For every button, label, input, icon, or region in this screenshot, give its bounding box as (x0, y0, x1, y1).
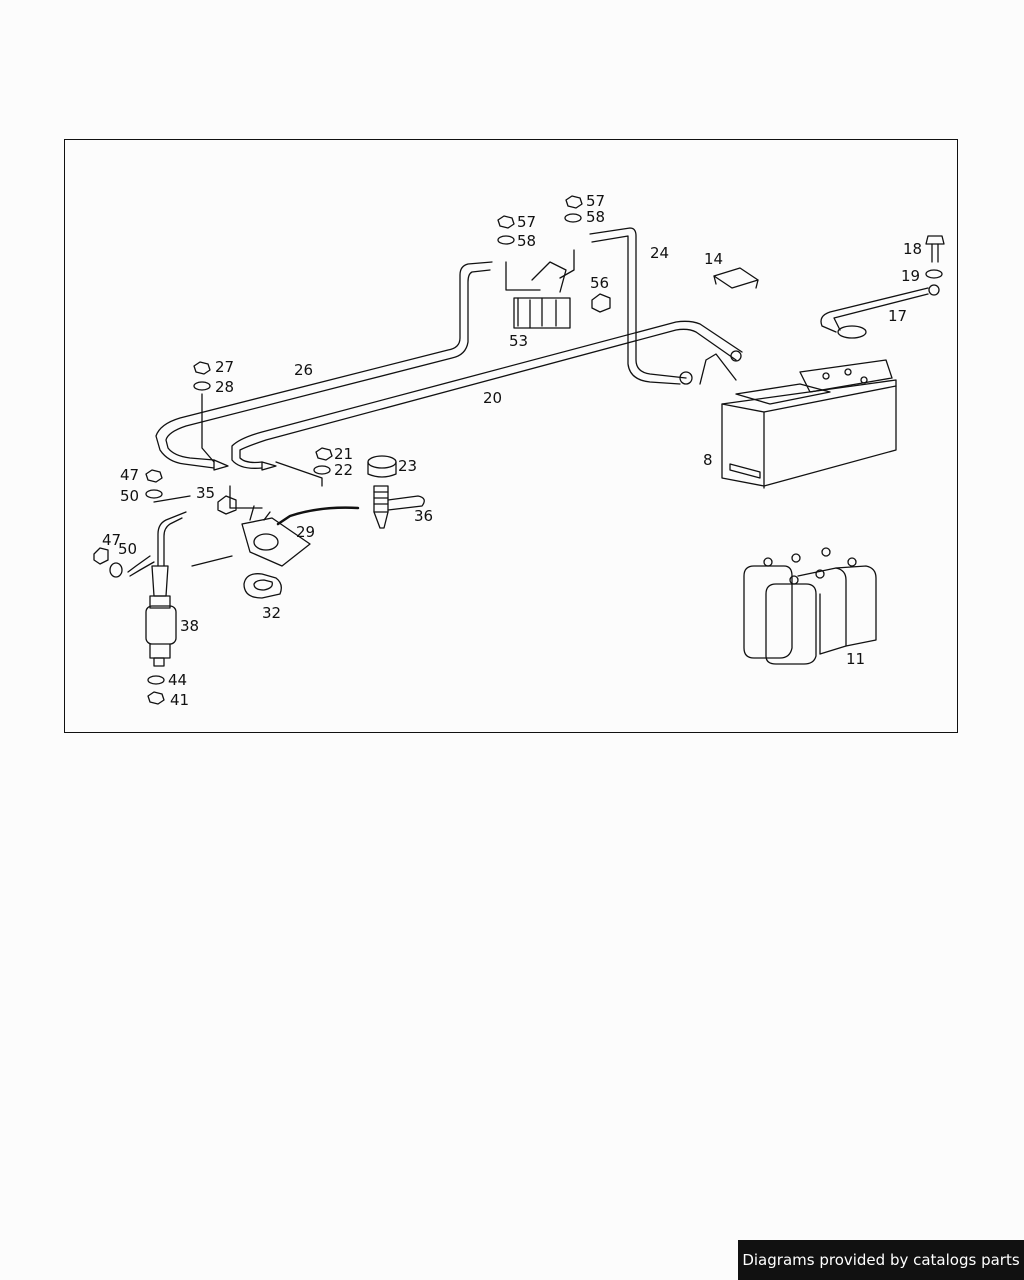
nut-21 (315, 447, 333, 461)
label-41: 41 (170, 691, 189, 709)
bracket-14 (713, 267, 759, 289)
label-53: 53 (509, 332, 528, 350)
label-14: 14 (704, 250, 723, 268)
label-58b: 58 (586, 208, 605, 226)
label-44: 44 (168, 671, 187, 689)
label-50b: 50 (118, 540, 137, 558)
cable-20 (231, 320, 743, 471)
label-36: 36 (414, 507, 433, 525)
label-22: 22 (334, 461, 353, 479)
nut-41 (147, 691, 165, 705)
battery-8 (721, 359, 897, 489)
label-20: 20 (483, 389, 502, 407)
label-29: 29 (296, 523, 315, 541)
washer-50a (145, 489, 163, 499)
canisters-11 (743, 547, 877, 665)
label-28: 28 (215, 378, 234, 396)
label-8: 8 (703, 451, 713, 469)
washer-19 (925, 269, 943, 279)
nut-35 (217, 495, 237, 515)
label-58a: 58 (517, 232, 536, 250)
bolt-18 (925, 235, 945, 263)
label-47b: 47 (102, 531, 121, 549)
label-35: 35 (196, 484, 215, 502)
cap-23 (367, 455, 397, 478)
washer-22 (313, 465, 331, 475)
cable-24 (589, 227, 737, 385)
washer-58b (564, 213, 582, 223)
label-17: 17 (888, 307, 907, 325)
nut-27 (193, 361, 211, 375)
label-47a: 47 (120, 466, 139, 484)
nut-57b (565, 195, 583, 209)
holder-29 (241, 505, 311, 567)
leader-lines (153, 393, 323, 567)
label-27: 27 (215, 358, 234, 376)
ring-32 (243, 573, 282, 599)
label-11: 11 (846, 650, 865, 668)
cable-38 (127, 511, 187, 577)
label-38: 38 (180, 617, 199, 635)
footer-banner: Diagrams provided by catalogs parts (738, 1240, 1024, 1280)
label-26: 26 (294, 361, 313, 379)
nut-47b (93, 547, 109, 565)
label-18: 18 (903, 240, 922, 258)
footer-text: Diagrams provided by catalogs parts (742, 1251, 1020, 1269)
diagram-frame (64, 139, 958, 733)
nut-56 (591, 293, 611, 313)
terminal-36 (373, 485, 425, 529)
label-21: 21 (334, 445, 353, 463)
nut-47a (145, 469, 163, 483)
washer-50b (109, 562, 123, 578)
cable-36-29 (276, 506, 360, 526)
washer-58a (497, 235, 515, 245)
label-57a: 57 (517, 213, 536, 231)
label-57b: 57 (586, 192, 605, 210)
relay-box-53 (505, 249, 575, 329)
cable-17 (820, 284, 940, 339)
washer-44 (147, 675, 165, 685)
label-32: 32 (262, 604, 281, 622)
washer-28 (193, 381, 211, 391)
solenoid-38 (145, 565, 177, 667)
label-50a: 50 (120, 487, 139, 505)
label-23: 23 (398, 457, 417, 475)
nut-57a (497, 215, 515, 229)
label-24: 24 (650, 244, 669, 262)
label-56: 56 (590, 274, 609, 292)
label-19: 19 (901, 267, 920, 285)
cable-26 (155, 261, 493, 471)
